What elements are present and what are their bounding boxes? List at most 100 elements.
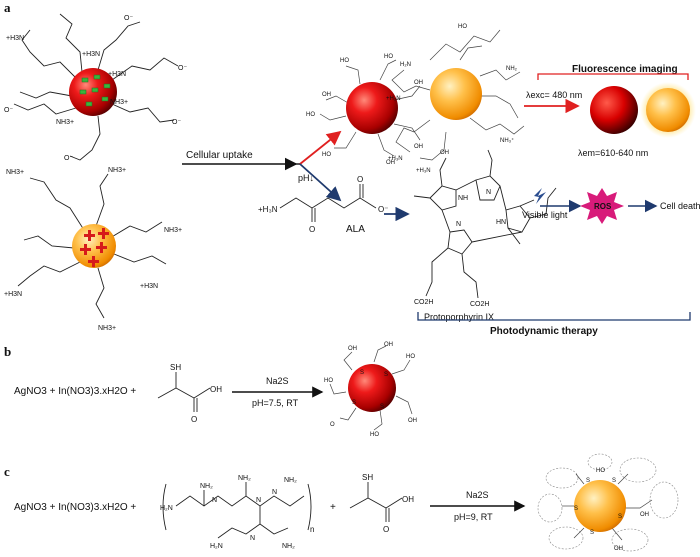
- emission-label: λem=610-640 nm: [578, 148, 648, 158]
- svg-text:OH: OH: [414, 144, 423, 150]
- panel-label-c: c: [4, 464, 10, 479]
- orange-sphere: [430, 68, 482, 120]
- svg-text:S: S: [618, 514, 622, 520]
- conditions-b: pH=7.5, RT: [252, 398, 299, 408]
- pyrrole-n: NH: [458, 195, 468, 202]
- svg-text:OH: OH: [408, 418, 417, 424]
- svg-text:O: O: [191, 415, 197, 424]
- svg-text:+H₃N: +H₃N: [386, 96, 401, 102]
- svg-text:SH: SH: [170, 363, 181, 372]
- svg-text:S: S: [360, 370, 364, 376]
- amine-label: NH3+: [110, 99, 128, 106]
- pdt-title: Photodynamic therapy: [490, 326, 598, 337]
- pyrrole-n: HN: [496, 219, 506, 226]
- svg-text:NH₂: NH₂: [238, 475, 251, 482]
- svg-text:O⁻: O⁻: [378, 205, 388, 214]
- amine-label: +H3N: [4, 291, 22, 298]
- svg-text:+H₃N: +H₃N: [258, 205, 278, 214]
- svg-text:OH: OH: [348, 346, 357, 352]
- svg-text:H₂N: H₂N: [400, 62, 411, 68]
- dopant-markers: [79, 74, 111, 107]
- amine-label: +H3N: [140, 283, 158, 290]
- panel-label-a: a: [4, 0, 11, 15]
- svg-text:H₂N: H₂N: [160, 505, 173, 512]
- svg-text:NH₂: NH₂: [284, 477, 297, 484]
- visible-light-label: Visible light: [522, 210, 568, 220]
- protoporphyrin-label: Protoporphyrin IX: [424, 312, 494, 322]
- amine-label: +H3N: [6, 35, 24, 42]
- svg-text:NH₂: NH₂: [200, 483, 213, 490]
- ala-molecule: +H₃N O O O⁻ ALA: [258, 175, 388, 235]
- orange-qd-sphere: [574, 480, 626, 532]
- acid-label: CO2H: [414, 299, 433, 306]
- orange-nanoparticle-with-ala: NH3+ NH3+ NH3+ +H3N NH3+ +H3N: [4, 167, 182, 332]
- red-nanoparticle-with-ala: +H3N +H3N +H3N NH3+ NH3+ O⁻ O⁻ O⁻ O⁻ O⁻: [4, 13, 187, 162]
- svg-text:+H₃N: +H₃N: [416, 168, 431, 174]
- carboxylate-label: O⁻: [172, 119, 181, 126]
- reactants-b: AgNO3 + In(NO3)3.xH2O +: [14, 386, 136, 397]
- plus-sign: +: [330, 502, 336, 513]
- svg-text:S: S: [352, 400, 356, 406]
- conditions-c: pH=9, RT: [454, 512, 493, 522]
- svg-text:HO: HO: [322, 152, 331, 158]
- amine-label: NH3+: [164, 227, 182, 234]
- mercaptopropionic-acid-b: SH OH O: [157, 363, 222, 424]
- cell-death-label: Cell death: [660, 201, 700, 211]
- mercaptopropionic-acid-c: SH OH O: [349, 473, 414, 534]
- svg-text:OH: OH: [402, 495, 414, 504]
- svg-text:S: S: [574, 506, 578, 512]
- protoporphyrin-structure: NH N N HN CO2H CO2H Protoporphyrin IX: [413, 149, 557, 322]
- pyrrole-n: N: [456, 221, 461, 228]
- yellow-emission-sphere: [646, 88, 690, 132]
- red-emission-sphere: [590, 86, 638, 134]
- svg-text:S: S: [612, 478, 616, 484]
- svg-text:HO: HO: [340, 58, 349, 64]
- panel-label-b: b: [4, 344, 11, 359]
- ros-burst-icon: [580, 188, 624, 224]
- carboxylate-label: O⁻: [178, 65, 187, 72]
- svg-text:H₂N: H₂N: [210, 543, 223, 550]
- uptake-label: Cellular uptake: [186, 150, 253, 161]
- amine-label: +H3N: [108, 71, 126, 78]
- red-branch-arrow: [299, 130, 342, 165]
- svg-text:NH₃⁺: NH₃⁺: [500, 137, 514, 144]
- svg-text:S: S: [380, 404, 384, 410]
- red-qd-sphere: [348, 364, 396, 412]
- reagent-c: Na2S: [466, 490, 489, 500]
- svg-text:OH: OH: [440, 150, 449, 156]
- pyrrole-n: N: [486, 189, 491, 196]
- svg-text:NH₂: NH₂: [282, 543, 295, 550]
- svg-text:NH₂: NH₂: [506, 66, 518, 72]
- svg-text:S: S: [586, 478, 590, 484]
- acid-label: CO2H: [470, 301, 489, 308]
- svg-text:OH: OH: [322, 92, 331, 98]
- carboxylate-label: O⁻: [124, 15, 133, 22]
- lightning-icon: [534, 188, 546, 204]
- red-sphere: [346, 82, 398, 134]
- positive-charge-markers: [80, 228, 109, 267]
- svg-text:OH: OH: [640, 512, 649, 518]
- excitation-label: λexc= 480 nm: [526, 90, 582, 100]
- carboxylate-label: O⁻: [4, 107, 13, 114]
- svg-text:O: O: [383, 525, 389, 534]
- svg-text:SH: SH: [362, 473, 373, 482]
- fluorescence-bracket: [537, 73, 689, 80]
- polymer-subscript: n: [310, 525, 314, 534]
- svg-text:+H₃N: +H₃N: [388, 156, 403, 162]
- svg-text:O: O: [309, 225, 315, 234]
- svg-text:OH: OH: [210, 385, 222, 394]
- svg-text:N: N: [272, 489, 277, 496]
- svg-text:OH: OH: [614, 546, 623, 552]
- ph-label: pH↓: [298, 173, 314, 183]
- ros-label: ROS: [594, 202, 612, 211]
- pdt-bracket: [417, 312, 691, 321]
- svg-text:HO: HO: [306, 112, 315, 118]
- amine-label: NH3+: [6, 169, 24, 176]
- svg-text:N: N: [212, 497, 217, 504]
- svg-text:OH: OH: [386, 160, 395, 166]
